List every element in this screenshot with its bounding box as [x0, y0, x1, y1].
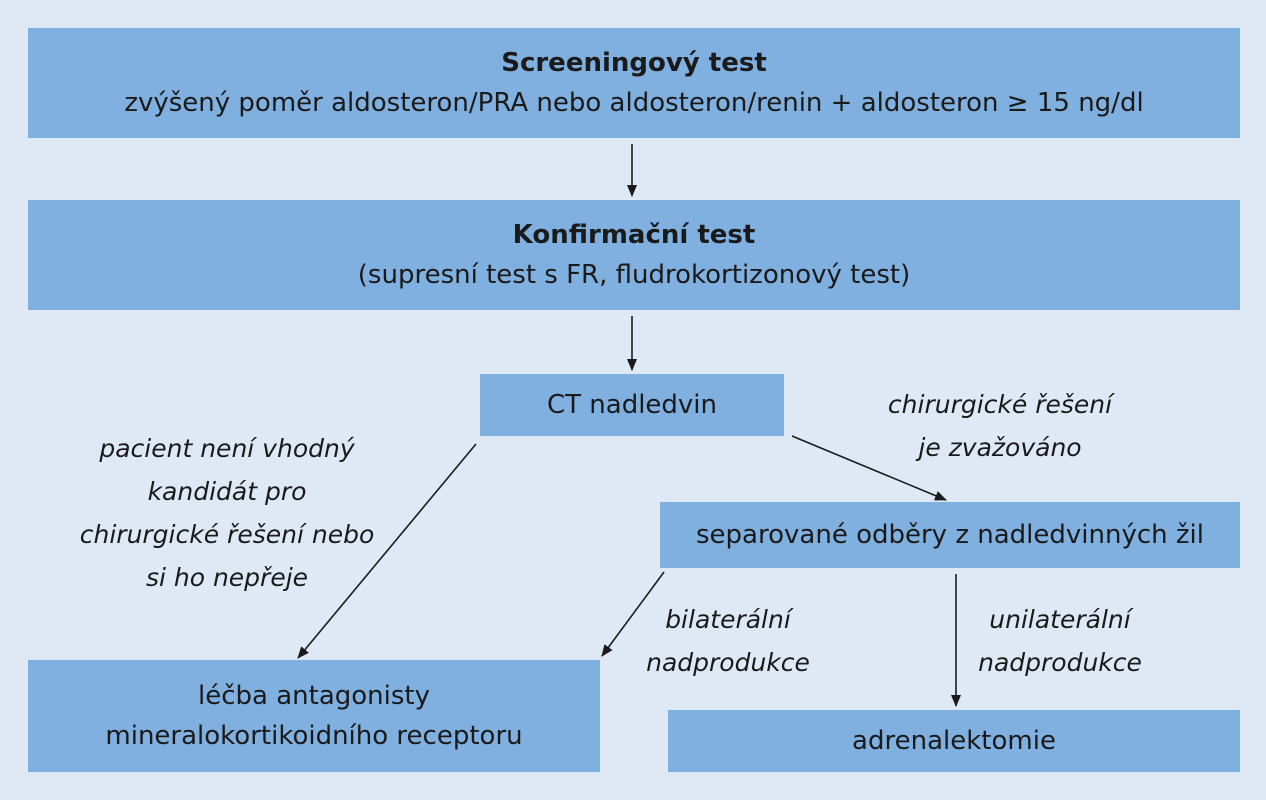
treatment-line-2: mineralokortikoidního receptoru	[105, 721, 523, 751]
screening-test-text: zvýšený poměr aldosteron/PRA nebo aldost…	[124, 88, 1144, 118]
label-not-candidate: pacient není vhodný kandidát pro chirurg…	[79, 434, 375, 592]
confirmatory-test-text: (supresní test s FR, fludrokortizonový t…	[357, 260, 911, 290]
label-bilateral: bilaterální nadprodukce	[646, 605, 810, 677]
adrenalectomy-box: adrenalektomie	[668, 710, 1240, 772]
screening-test-title: Screeningový test	[501, 48, 767, 78]
adrenal-vein-sampling-box: separované odběry z nadledvinných žil	[660, 502, 1240, 568]
label-surgery-considered: chirurgické řešení je zvažováno	[887, 390, 1113, 462]
arrow-ct-to-sampling	[791, 435, 947, 501]
ct-text: CT nadledvin	[546, 390, 718, 420]
adrenalectomy-text: adrenalektomie	[852, 726, 1056, 756]
screening-test-box: Screeningový test zvýšený poměr aldoster…	[28, 28, 1240, 138]
treatment-box: léčba antagonisty mineralokortikoidního …	[28, 660, 600, 772]
ct-box: CT nadledvin	[480, 374, 784, 436]
adrenal-vein-sampling-text: separované odběry z nadledvinných žil	[696, 520, 1204, 550]
arrow-sampling-to-treatment	[601, 571, 665, 657]
confirmatory-test-title: Konfirmační test	[512, 220, 756, 250]
label-unilateral: unilaterální nadprodukce	[978, 605, 1142, 677]
confirmatory-test-box: Konfirmační test (supresní test s FR, fl…	[28, 200, 1240, 310]
arrow-ct-to-treatment	[297, 443, 477, 659]
treatment-line-1: léčba antagonisty	[198, 681, 430, 711]
